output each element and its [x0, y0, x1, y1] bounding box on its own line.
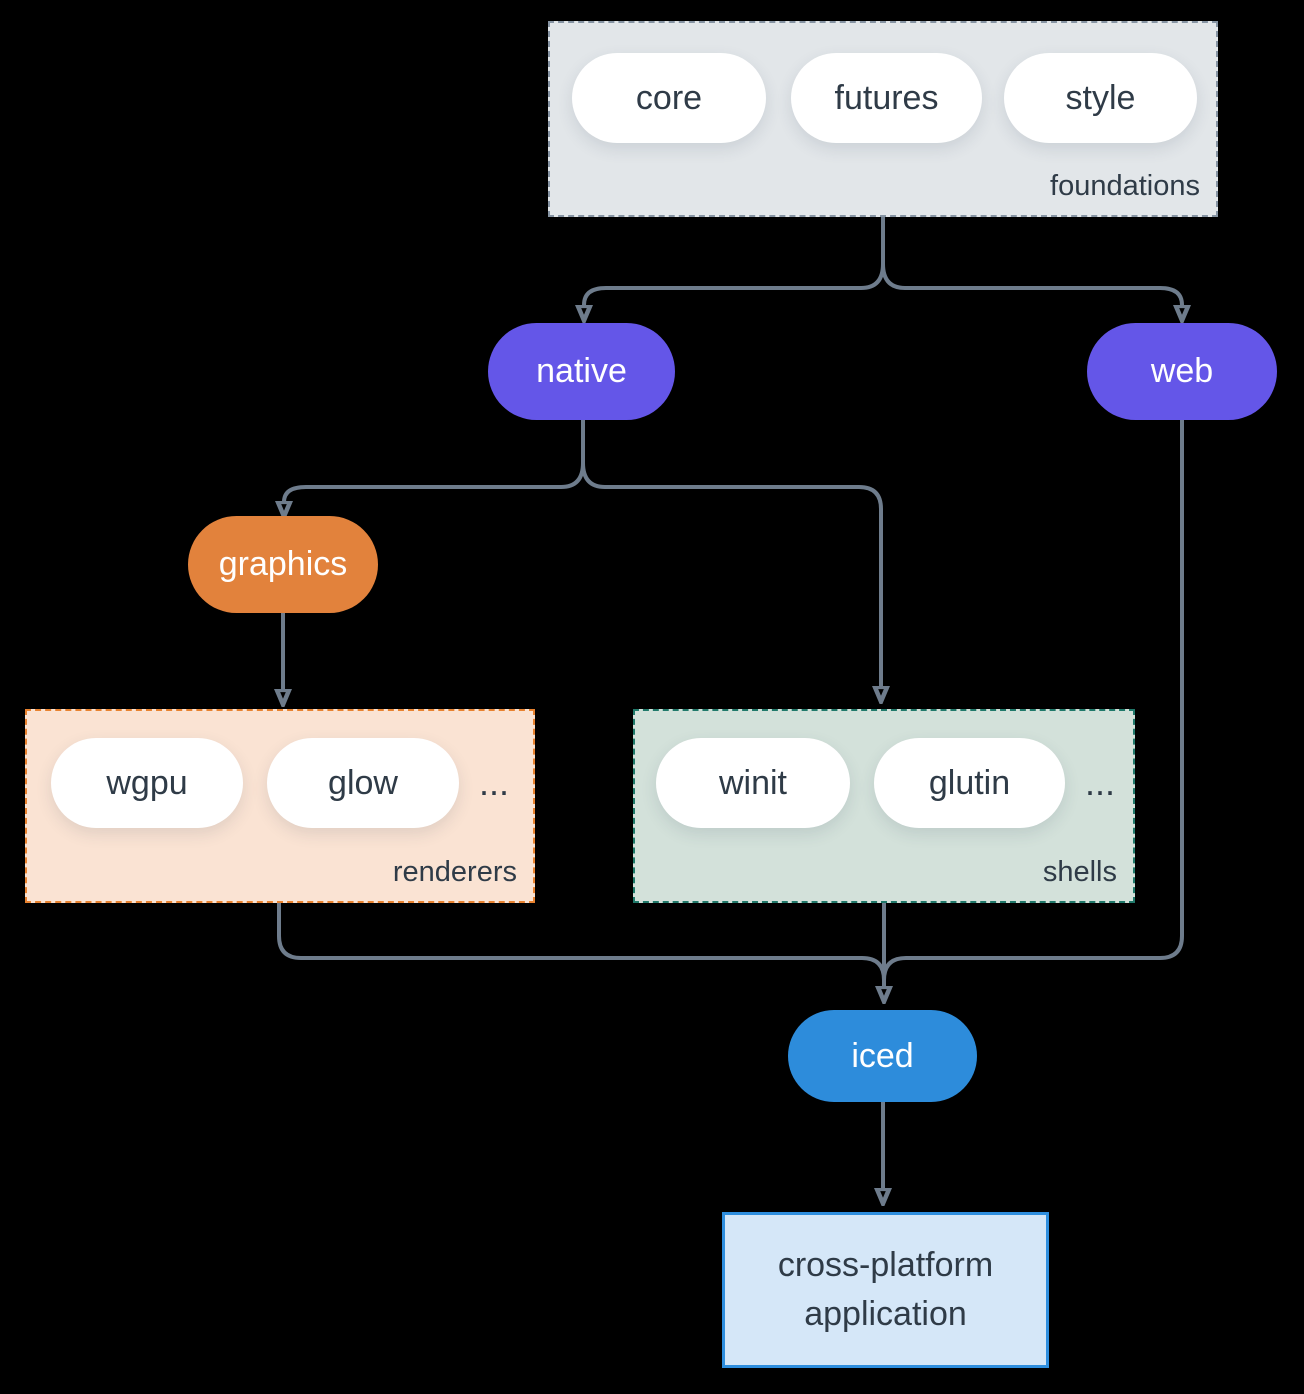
shells-ellipsis: ...: [1085, 762, 1116, 803]
pill-winit: winit: [656, 738, 850, 828]
line-renderers-to-merge: [277, 903, 886, 981]
node-web: web: [1087, 323, 1277, 420]
node-cross-platform-application: cross-platform application: [722, 1212, 1049, 1368]
arrow-foundations-to-native: [584, 263, 885, 307]
node-native: native: [488, 323, 675, 420]
foundations-group: core futures style foundations: [548, 21, 1218, 217]
line-web-to-merge: [882, 420, 1184, 981]
renderers-group: wgpu glow ... renderers: [25, 709, 535, 903]
renderers-label: renderers: [392, 856, 517, 888]
foundations-label: foundations: [1050, 170, 1200, 202]
pill-glutin: glutin: [874, 738, 1065, 828]
renderers-ellipsis: ...: [479, 762, 510, 803]
shells-group: winit glutin ... shells: [633, 709, 1135, 903]
arrow-native-to-shells: [581, 462, 881, 688]
pill-glow: glow: [267, 738, 459, 828]
pill-wgpu: wgpu: [51, 738, 243, 828]
pill-futures: futures: [791, 53, 982, 143]
pill-style: style: [1004, 53, 1197, 143]
node-graphics: graphics: [188, 516, 378, 613]
application-line-1: cross-platform: [777, 1245, 994, 1284]
arrow-native-to-graphics: [284, 462, 585, 503]
pill-core: core: [572, 53, 766, 143]
node-iced: iced: [788, 1010, 977, 1102]
shells-label: shells: [1042, 856, 1117, 888]
application-line-2: application: [804, 1295, 967, 1333]
arrow-foundations-to-web: [881, 263, 1182, 307]
